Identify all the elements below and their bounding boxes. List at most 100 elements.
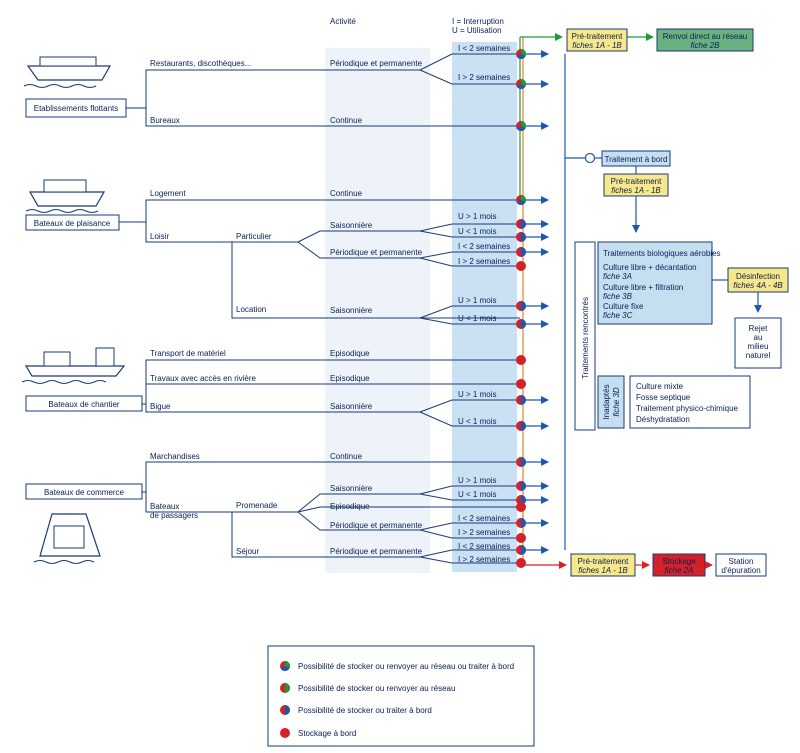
option-marker-blue xyxy=(516,395,526,405)
stockage-title: Stockage xyxy=(662,557,696,566)
station-box xyxy=(715,553,767,577)
outlet-arrows xyxy=(526,50,549,554)
rejet-line-1: Rejet xyxy=(749,324,768,333)
activity-promenade-saison: Saisonnière xyxy=(330,484,373,493)
duration-promenade-i-gt2: I > 2 semaines xyxy=(458,528,510,537)
traitements-rencontres-box xyxy=(574,241,596,431)
inadaptes-item-3: Traitement physico-chimique xyxy=(636,404,739,413)
activity-promenade-periodique: Périodique et permanente xyxy=(330,521,423,530)
bio-line-4: fiche 3B xyxy=(603,292,633,301)
traitement-bord-label: Traitement à bord xyxy=(605,155,668,164)
legend-item-4: Stockage à bord xyxy=(298,729,356,738)
option-marker-blue xyxy=(516,518,526,528)
category-label-flottants: Etablissements flottants xyxy=(34,104,118,113)
houseboat-illustration xyxy=(23,56,112,88)
duration-restaurants-i-lt2: I < 2 semaines xyxy=(458,44,510,53)
pleasure-boat-illustration xyxy=(25,179,106,213)
renvoi-box xyxy=(656,28,754,52)
work-boat-illustration xyxy=(21,347,126,384)
bio-line-2: fiche 3A xyxy=(603,272,632,281)
utilisation-legend: U = Utilisation xyxy=(452,26,502,35)
option-marker-blue xyxy=(516,232,526,242)
label-logement: Logement xyxy=(150,189,186,198)
rejet-line-4: naturel xyxy=(746,351,771,360)
label-bigue: Bigue xyxy=(150,402,171,411)
label-particulier: Particulier xyxy=(236,232,272,241)
label-promenade: Promenade xyxy=(236,501,278,510)
renvoi-fiche: fiche 2B xyxy=(691,41,721,50)
legend-item-3: Possibilité de stocker ou traiter à bord xyxy=(298,706,432,715)
activity-travaux: Episodique xyxy=(330,374,370,383)
pretraitement-bottom-fiche: fiches 1A - 1B xyxy=(578,566,628,575)
pretraitement-box-top xyxy=(566,28,628,52)
option-marker-full xyxy=(516,194,527,206)
label-marchandises: Marchandises xyxy=(150,452,200,461)
duration-sejour-i-lt2: I < 2 semaines xyxy=(458,542,510,551)
activity-promenade-episodique: Episodique xyxy=(330,502,370,511)
label-sejour: Séjour xyxy=(236,547,259,556)
activity-bigue: Saisonnière xyxy=(330,402,373,411)
label-travaux: Travaux avec accès en rivière xyxy=(150,374,257,383)
activity-particulier-periodique: Périodique et permanente xyxy=(330,248,423,257)
bio-treatment-box xyxy=(597,241,713,325)
duration-location-u-lt1: U < 1 mois xyxy=(458,314,496,323)
duration-particulier-i-lt2: I < 2 semaines xyxy=(458,242,510,251)
option-marker-red xyxy=(516,533,526,543)
option-marker-red xyxy=(516,502,526,512)
desinfection-fiche: fiches 4A - 4B xyxy=(733,281,783,290)
option-marker-red xyxy=(516,261,526,271)
bio-line-6: fiche 3C xyxy=(603,311,633,320)
legend-markers xyxy=(280,660,291,738)
activity-header: Activité xyxy=(330,17,356,26)
inadaptes-item-2: Fosse septique xyxy=(636,393,691,402)
category-label-commerce: Bateaux de commerce xyxy=(44,488,125,497)
activity-transport: Episodique xyxy=(330,349,370,358)
activity-particulier-saison: Saisonnière xyxy=(330,221,373,230)
category-label-chantier: Bateaux de chantier xyxy=(48,400,119,409)
activity-marchandises: Continue xyxy=(330,452,363,461)
inadaptes-item-1: Culture mixte xyxy=(636,382,684,391)
bord-connector-node xyxy=(584,152,596,164)
label-transport: Transport de matériel xyxy=(150,349,226,358)
stockage-fiche: fiche 2A xyxy=(665,566,694,575)
option-marker-red xyxy=(516,355,526,365)
duration-particulier-u-gt1: U > 1 mois xyxy=(458,212,496,221)
duration-sejour-i-gt2: I > 2 semaines xyxy=(458,555,510,564)
activity-restaurants: Périodique et permanente xyxy=(330,59,423,68)
option-marker-full xyxy=(516,78,527,90)
inadaptes-label: Inadaptés xyxy=(602,384,611,419)
duration-bigue-u-lt1: U < 1 mois xyxy=(458,417,496,426)
inadaptes-fiche: fiche 3D xyxy=(612,387,621,417)
activity-logement: Continue xyxy=(330,189,363,198)
label-bateaux-passagers-1: Bateaux xyxy=(150,502,179,511)
barge-illustration xyxy=(33,513,101,564)
option-markers xyxy=(516,48,527,568)
legend-marker-green xyxy=(280,683,290,693)
activity-bureaux: Continue xyxy=(330,116,363,125)
duration-promenade-i-lt2: I < 2 semaines xyxy=(458,514,510,523)
option-marker-red xyxy=(516,558,526,568)
interruption-legend: I = Interruption xyxy=(452,17,504,26)
inadaptes-list-box xyxy=(629,375,751,429)
legend-item-2: Possibilité de stocker ou renvoyer au ré… xyxy=(298,684,455,693)
label-restaurants: Restaurants, discothèques... xyxy=(150,59,251,68)
rejet-line-3: milieu xyxy=(748,342,769,351)
duration-column-bg xyxy=(452,42,517,572)
activity-location: Saisonnière xyxy=(330,306,373,315)
duration-promenade-u-gt1: U > 1 mois xyxy=(458,476,496,485)
duration-location-u-gt1: U > 1 mois xyxy=(458,296,496,305)
pretraitement-bord-title: Pré-traitement xyxy=(611,177,662,186)
option-marker-blue xyxy=(516,319,526,329)
option-marker-blue xyxy=(516,421,526,431)
traitements-rencontres-label: Traitements rencontrés xyxy=(581,297,590,379)
duration-particulier-u-lt1: U < 1 mois xyxy=(458,227,496,236)
label-bureaux: Bureaux xyxy=(150,116,180,125)
label-location: Location xyxy=(236,305,266,314)
label-loisir: Loisir xyxy=(150,232,169,241)
option-marker-blue xyxy=(516,247,526,257)
option-marker-full xyxy=(516,48,527,60)
legend-marker-full xyxy=(280,660,291,672)
bio-line-1: Culture libre + décantation xyxy=(603,263,697,272)
label-bateaux-passagers-2: de passagers xyxy=(150,511,198,520)
